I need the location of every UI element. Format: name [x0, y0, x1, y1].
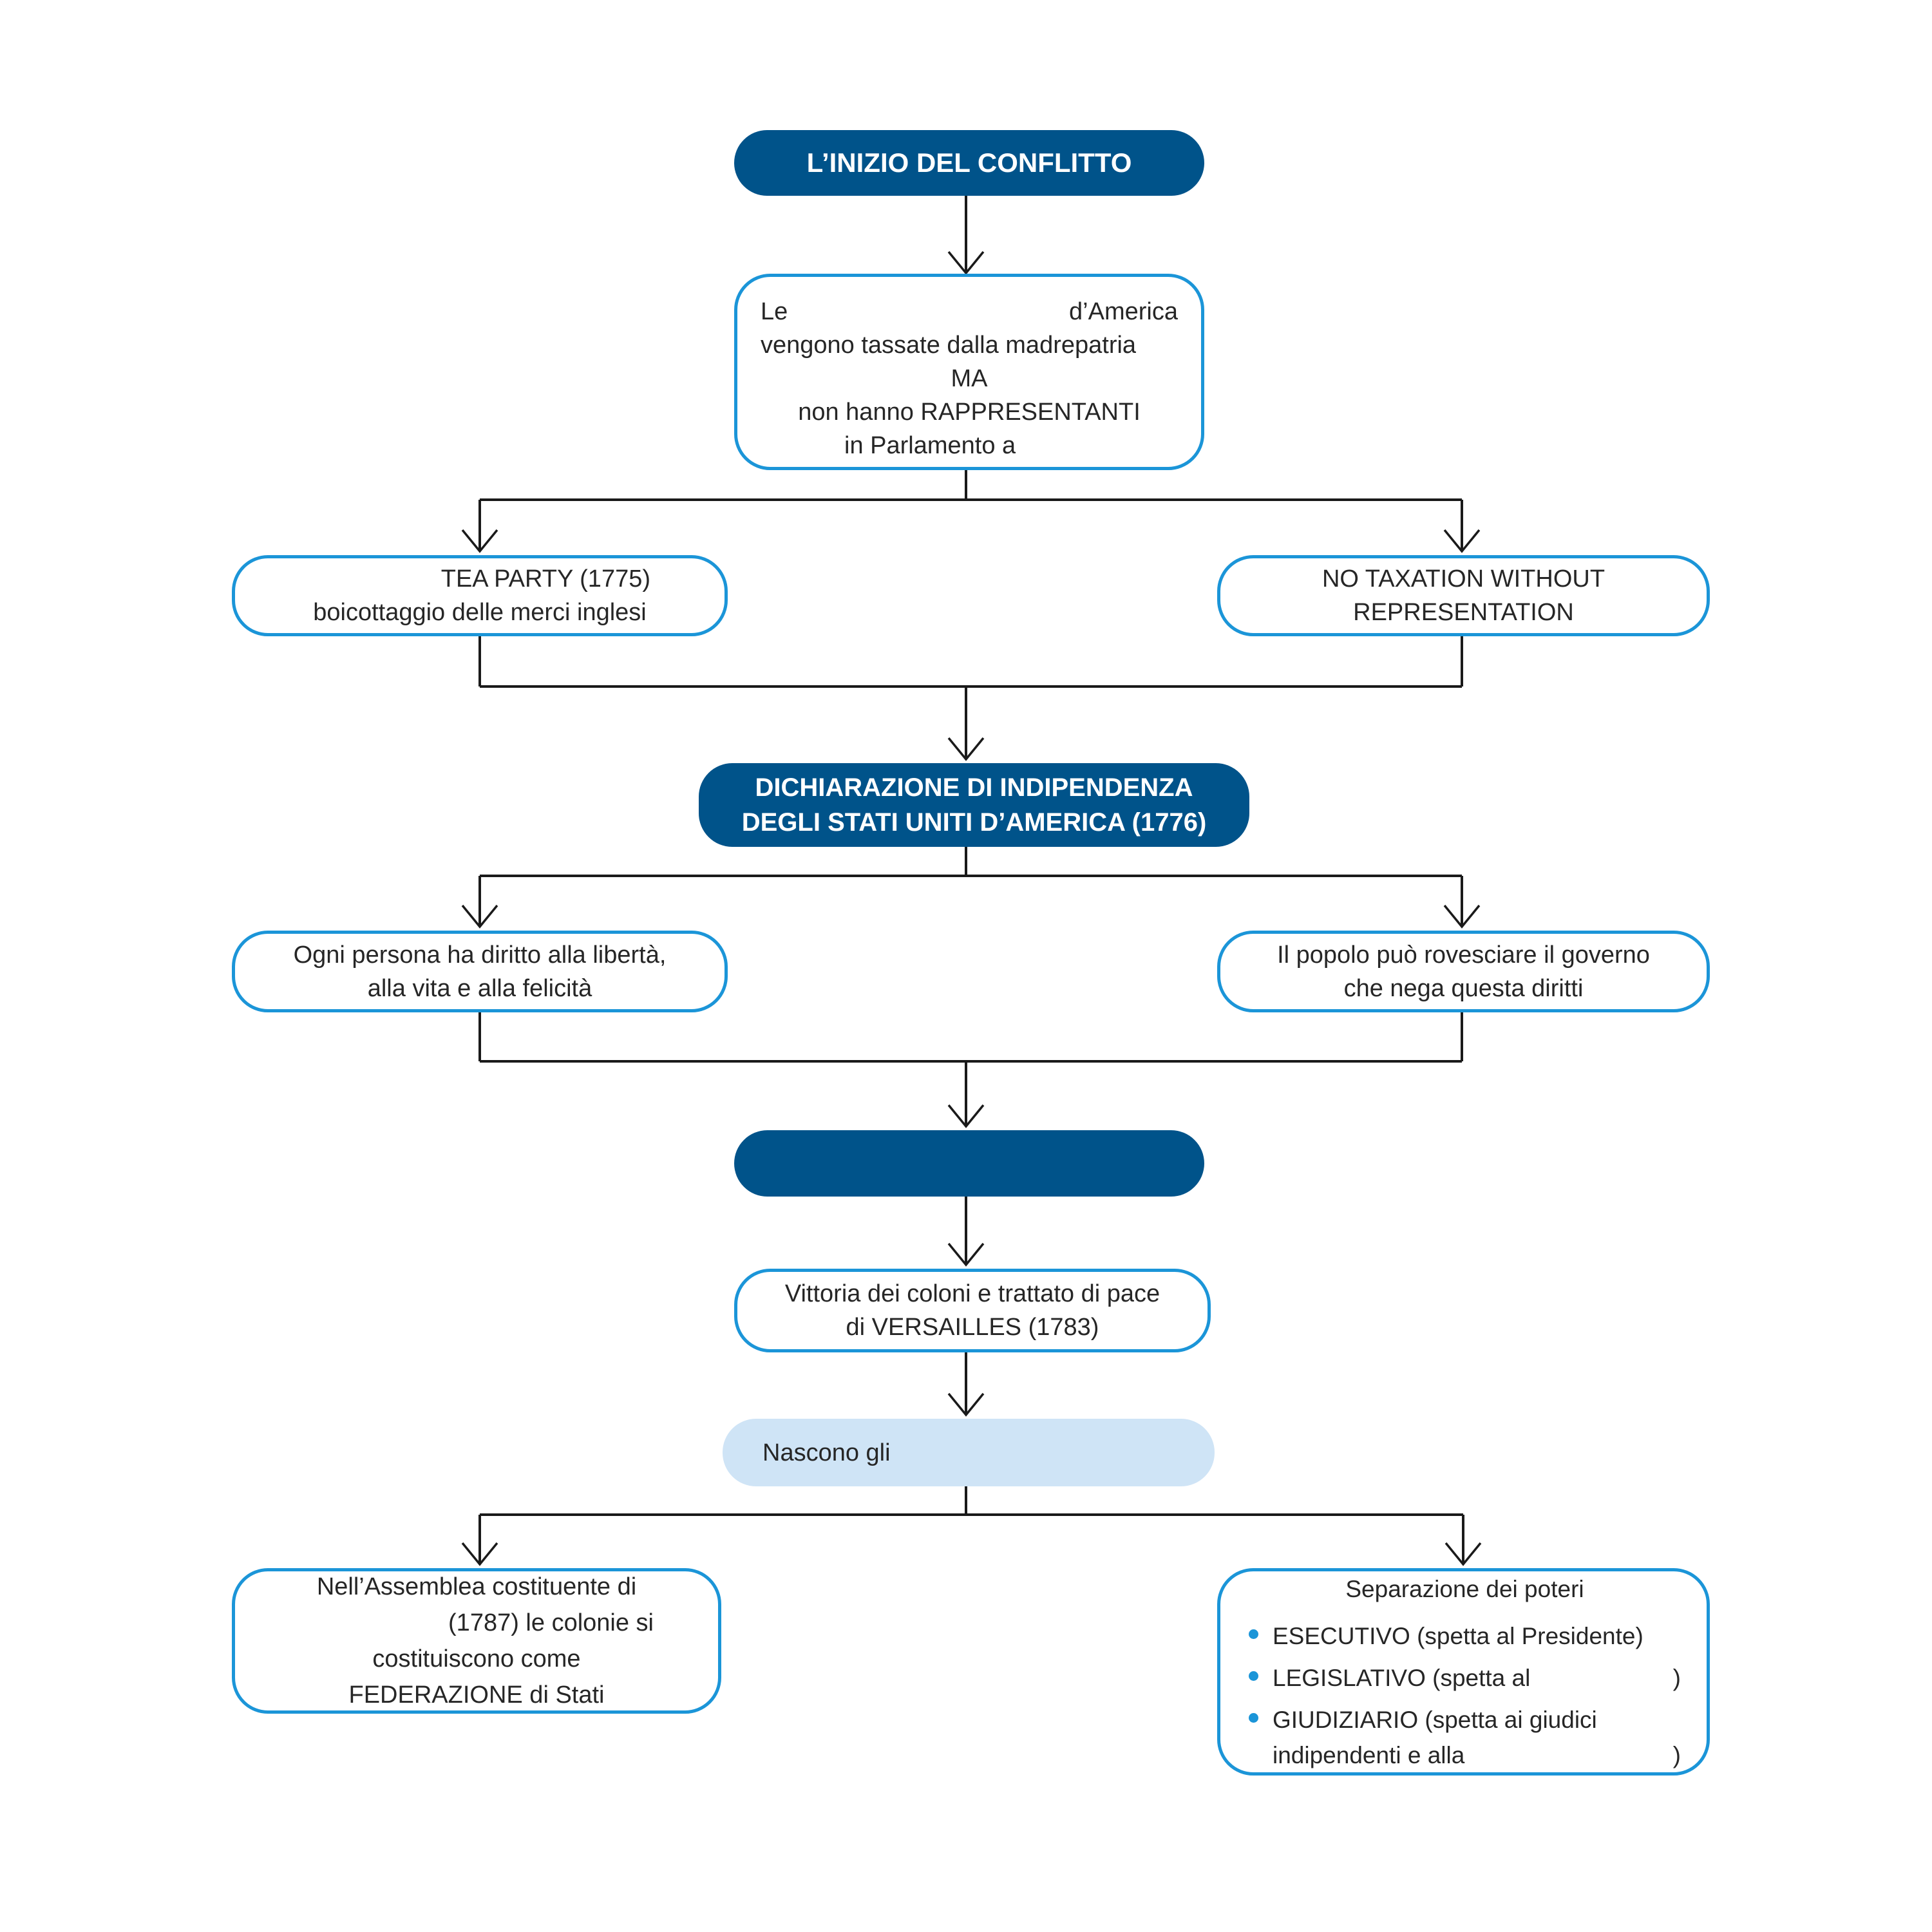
- taxation-line1-end: d’America: [1069, 298, 1178, 325]
- no-taxation-line1: NO TAXATION WITHOUT: [1321, 565, 1605, 592]
- birth-node: Nascono gli: [723, 1419, 1215, 1486]
- separation-bullet3-line1: GIUDIZIARIO (spetta ai giudici: [1273, 1706, 1597, 1733]
- taxation-line5: in Parlamento a: [844, 432, 1016, 459]
- assembly-line1: Nell’Assemblea costituente di: [316, 1573, 637, 1600]
- separation-bullet3-close: ): [1672, 1741, 1681, 1768]
- start-node: L’INIZIO DEL CONFLITTO: [734, 130, 1204, 196]
- no-taxation-node: NO TAXATION WITHOUT REPRESENTATION: [1217, 555, 1710, 636]
- rights-line2: alla vita e alla felicità: [367, 974, 592, 1002]
- taxation-line4: non hanno RAPPRESENTANTI: [798, 399, 1141, 426]
- separation-bullet2-text: LEGISLATIVO (spetta al: [1273, 1664, 1531, 1691]
- empty-fill-node: [734, 1130, 1204, 1197]
- separation-bullet1-text: ESECUTIVO (spetta al Presidente): [1273, 1622, 1643, 1649]
- assembly-line3: costituiscono come: [372, 1645, 581, 1672]
- separation-node: Separazione dei poteri ESECUTIVO (spetta…: [1217, 1568, 1710, 1776]
- start-node-label: L’INIZIO DEL CONFLITTO: [806, 147, 1132, 178]
- separation-title: Separazione dei poteri: [1345, 1575, 1584, 1602]
- victory-line1: Vittoria dei coloni e trattato di pace: [784, 1280, 1160, 1307]
- declaration-line2: DEGLI STATI UNITI D’AMERICA (1776): [741, 808, 1207, 837]
- taxation-line2: vengono tassate dalla madrepatria: [761, 332, 1137, 359]
- bullet-dot-icon: [1249, 1712, 1258, 1723]
- assembly-line4: FEDERAZIONE di Stati: [348, 1681, 605, 1709]
- tea-party-line2: boicottaggio delle merci inglesi: [313, 599, 647, 626]
- taxation-line1-start: Le: [761, 298, 788, 325]
- tea-party-line1: TEA PARTY (1775): [440, 565, 650, 592]
- rights-line1: Ogni persona ha diritto alla libertà,: [293, 941, 667, 969]
- taxation-node: Le d’America vengono tassate dalla madre…: [734, 274, 1204, 470]
- separation-bullet3-line2: indipendenti e alla: [1273, 1741, 1465, 1768]
- taxation-line1: Le d’America: [761, 295, 1178, 328]
- bullet-dot-icon: [1249, 1671, 1258, 1681]
- separation-bullet2-close: ): [1672, 1664, 1681, 1691]
- assembly-line2: (1787) le colonie si: [448, 1609, 654, 1636]
- taxation-line3: MA: [951, 365, 988, 392]
- assembly-node: Nell’Assemblea costituente di (1787) le …: [232, 1568, 721, 1714]
- rights-node: Ogni persona ha diritto alla libertà, al…: [232, 931, 728, 1012]
- victory-line2: di VERSAILLES (1783): [846, 1314, 1099, 1341]
- separation-bullet-judicial: GIUDIZIARIO (spetta ai giudici: [1249, 1702, 1681, 1738]
- separation-bullet-legislative: LEGISLATIVO (spetta al ): [1249, 1660, 1681, 1696]
- overthrow-node: Il popolo può rovesciare il governo che …: [1217, 931, 1710, 1012]
- bullet-dot-icon: [1249, 1629, 1258, 1639]
- overthrow-line1: Il popolo può rovesciare il governo: [1277, 941, 1650, 969]
- no-taxation-line2: REPRESENTATION: [1353, 599, 1574, 626]
- birth-label: Nascono gli: [762, 1439, 891, 1466]
- separation-bullet-executive: ESECUTIVO (spetta al Presidente): [1249, 1618, 1681, 1654]
- victory-node: Vittoria dei coloni e trattato di pace d…: [734, 1269, 1211, 1352]
- declaration-line1: DICHIARAZIONE DI INDIPENDENZA: [755, 773, 1193, 802]
- separation-bullet-judicial-wrap: indipendenti e alla ): [1249, 1738, 1681, 1773]
- overthrow-line2: che nega questa diritti: [1343, 974, 1584, 1002]
- tea-party-node: TEA PARTY (1775) boicottaggio delle merc…: [232, 555, 728, 636]
- declaration-node: DICHIARAZIONE DI INDIPENDENZA DEGLI STAT…: [699, 763, 1249, 847]
